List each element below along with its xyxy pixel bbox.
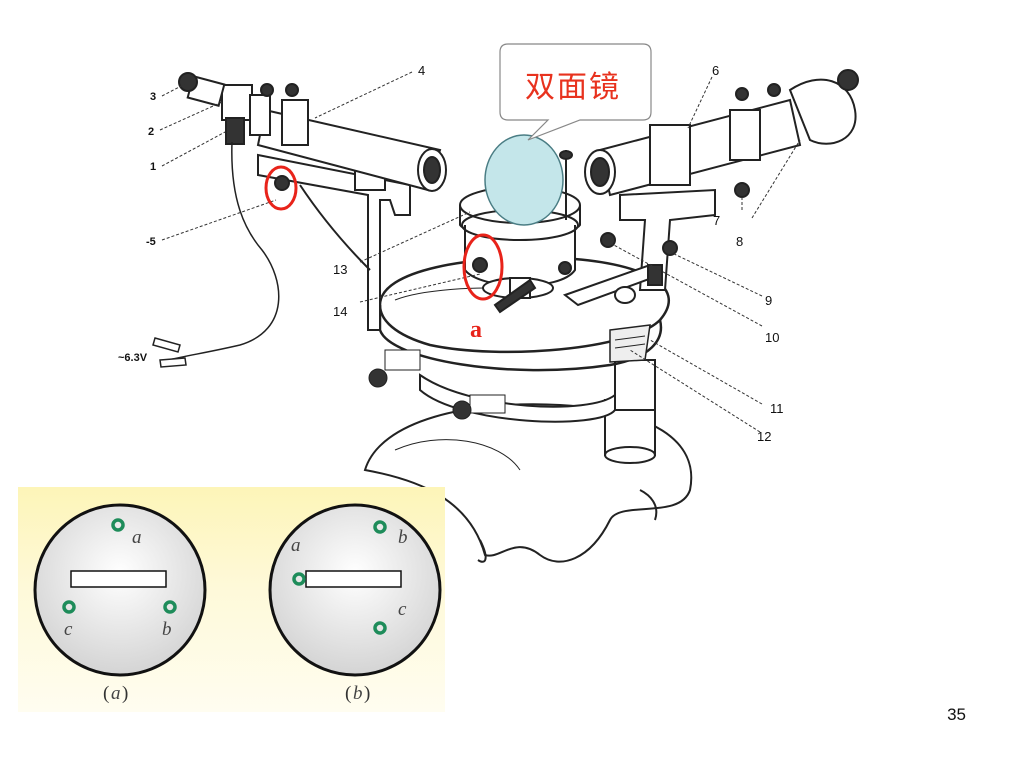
reflection-spot-c [62, 600, 76, 614]
eyepiece-views: a c b ( a ) a b c ( b ) [33, 503, 442, 704]
label-3: 3 [150, 91, 156, 103]
label-10: 10 [765, 330, 779, 345]
red-marker-a: a [470, 317, 482, 343]
double-sided-mirror [484, 134, 564, 226]
eyepiece-panel-b: a b c ( b ) [268, 503, 442, 704]
spot-label: c [64, 619, 73, 640]
label-7: 7 [713, 213, 720, 228]
leader-lines [159, 71, 801, 433]
label-13: 13 [333, 262, 347, 277]
caption-b-letter: b [353, 683, 363, 704]
label-5: -5 [146, 236, 156, 248]
cable-plugs [152, 337, 187, 368]
reflection-spot-a [111, 518, 125, 532]
label-12: 12 [757, 429, 771, 444]
spot-label: b [162, 619, 172, 640]
label-voltage: ~6.3V [118, 352, 148, 364]
power-cable [167, 141, 280, 361]
callout-bubble [499, 43, 652, 141]
highlight-circle-5 [264, 165, 298, 211]
label-14: 14 [333, 304, 347, 319]
caption-b-open: ( [345, 683, 351, 704]
highlight-circle-a [462, 233, 504, 301]
telescope-tube [584, 69, 859, 198]
callout-text: 双面镜 [525, 70, 621, 105]
eyepiece-panel-a: a c b ( a ) [33, 503, 207, 704]
label-2: 2 [148, 126, 154, 138]
label-9: 9 [765, 293, 772, 308]
caption-a-close: ) [122, 683, 128, 704]
eyepiece-view-inset: a c b ( a ) a b c ( b ) [18, 487, 445, 712]
reflection-spot-b [163, 600, 177, 614]
reflection-spot-b [373, 520, 387, 534]
base-knobs [368, 349, 506, 420]
spot-label: c [398, 599, 407, 620]
caption-a-letter: a [111, 683, 121, 704]
caption-b-close: ) [364, 683, 370, 704]
spot-label: a [132, 527, 142, 548]
page-number: 35 [947, 705, 966, 724]
caption-a-open: ( [103, 683, 109, 704]
collimator-tube [178, 72, 447, 192]
label-8: 8 [736, 234, 743, 249]
label-4: 4 [418, 63, 425, 78]
label-1: 1 [150, 161, 156, 173]
reflection-spot-c [373, 621, 387, 635]
spot-label: b [398, 527, 408, 548]
telescope-support [562, 188, 716, 307]
label-11: 11 [770, 401, 784, 416]
reflection-spot-a [292, 572, 306, 586]
label-6: 6 [712, 63, 719, 78]
spot-label: a [291, 535, 301, 556]
